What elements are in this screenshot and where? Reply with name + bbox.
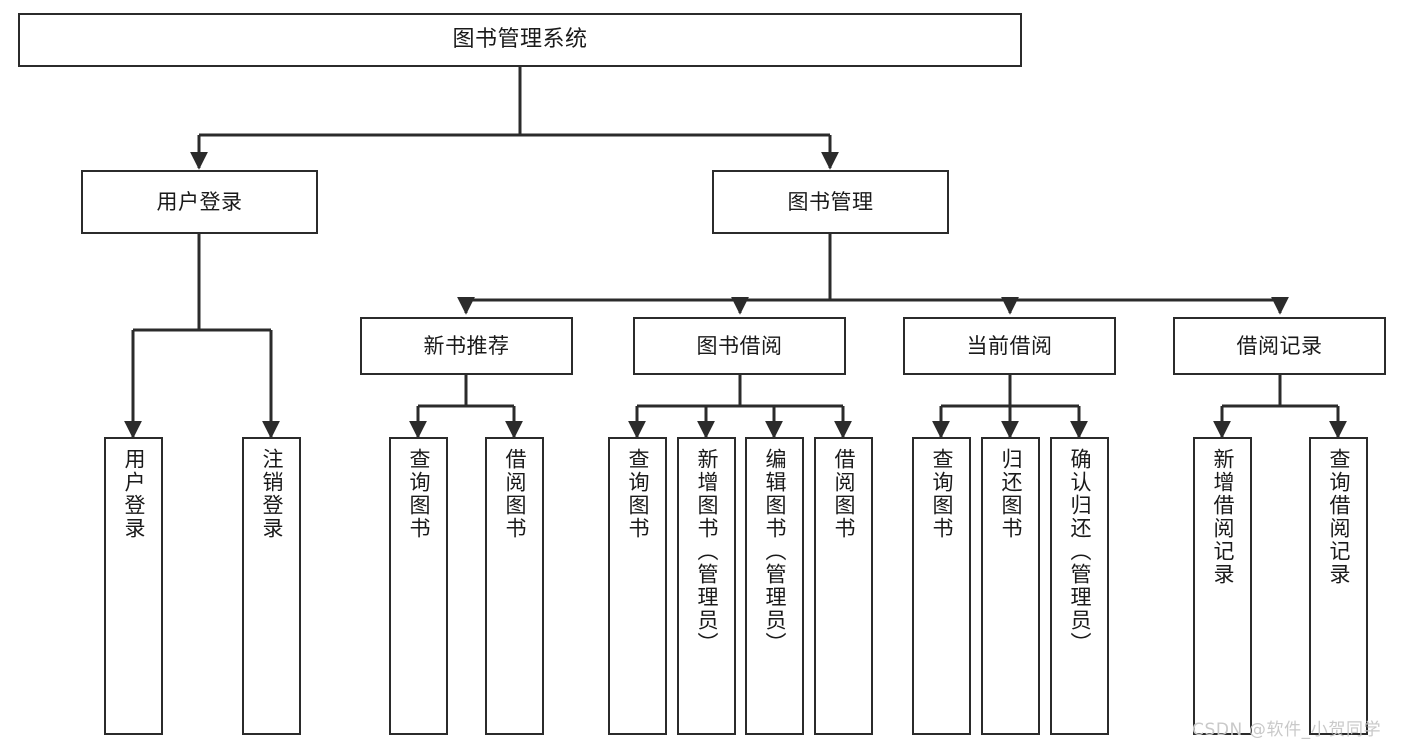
node-label: 借阅记录 bbox=[1236, 333, 1323, 358]
node-label: 归还图书 bbox=[999, 448, 1023, 540]
leaf-new-book-query-book[interactable]: 查询图书 bbox=[389, 437, 448, 735]
node-label: 新增借阅记录 bbox=[1211, 448, 1235, 586]
node-label: 注销登录 bbox=[260, 448, 284, 540]
node-label: 新增图书（管理员） bbox=[695, 448, 719, 655]
node-label: 查询图书 bbox=[930, 448, 954, 540]
leaf-current-borrow-return-book[interactable]: 归还图书 bbox=[981, 437, 1040, 735]
node-label: 当前借阅 bbox=[966, 333, 1053, 358]
leaf-borrow-records-add-record[interactable]: 新增借阅记录 bbox=[1193, 437, 1252, 735]
node-label: 借阅图书 bbox=[832, 448, 856, 540]
node-user-login[interactable]: 用户登录 bbox=[81, 170, 318, 234]
leaf-user-login-logout[interactable]: 注销登录 bbox=[242, 437, 301, 735]
csdn-watermark: CSDN @软件_小贺同学 bbox=[1192, 720, 1382, 740]
node-label: 确认归还（管理员） bbox=[1068, 448, 1092, 655]
node-label: 编辑图书（管理员） bbox=[763, 448, 787, 655]
node-root-book-management-system[interactable]: 图书管理系统 bbox=[18, 13, 1022, 67]
leaf-book-borrow-edit-book-admin[interactable]: 编辑图书（管理员） bbox=[745, 437, 804, 735]
node-book-management[interactable]: 图书管理 bbox=[712, 170, 949, 234]
node-label: 图书管理 bbox=[787, 189, 874, 214]
node-label: 用户登录 bbox=[122, 448, 146, 540]
leaf-borrow-records-query-record[interactable]: 查询借阅记录 bbox=[1309, 437, 1368, 735]
leaf-new-book-borrow-book[interactable]: 借阅图书 bbox=[485, 437, 544, 735]
node-label: 查询图书 bbox=[407, 448, 431, 540]
leaf-book-borrow-add-book-admin[interactable]: 新增图书（管理员） bbox=[677, 437, 736, 735]
leaf-book-borrow-query-book[interactable]: 查询图书 bbox=[608, 437, 667, 735]
node-current-borrow[interactable]: 当前借阅 bbox=[903, 317, 1116, 375]
leaf-current-borrow-query-book[interactable]: 查询图书 bbox=[912, 437, 971, 735]
node-label: 图书借阅 bbox=[696, 333, 783, 358]
node-book-borrow[interactable]: 图书借阅 bbox=[633, 317, 846, 375]
node-label: 查询借阅记录 bbox=[1327, 448, 1351, 586]
leaf-book-borrow-borrow-book[interactable]: 借阅图书 bbox=[814, 437, 873, 735]
node-new-book-recommend[interactable]: 新书推荐 bbox=[360, 317, 573, 375]
leaf-user-login-login[interactable]: 用户登录 bbox=[104, 437, 163, 735]
node-label: 图书管理系统 bbox=[452, 27, 588, 53]
leaf-current-borrow-confirm-return-admin[interactable]: 确认归还（管理员） bbox=[1050, 437, 1109, 735]
node-label: 用户登录 bbox=[156, 189, 243, 214]
node-borrow-records[interactable]: 借阅记录 bbox=[1173, 317, 1386, 375]
node-label: 新书推荐 bbox=[423, 333, 510, 358]
node-label: 查询图书 bbox=[626, 448, 650, 540]
node-label: 借阅图书 bbox=[503, 448, 527, 540]
